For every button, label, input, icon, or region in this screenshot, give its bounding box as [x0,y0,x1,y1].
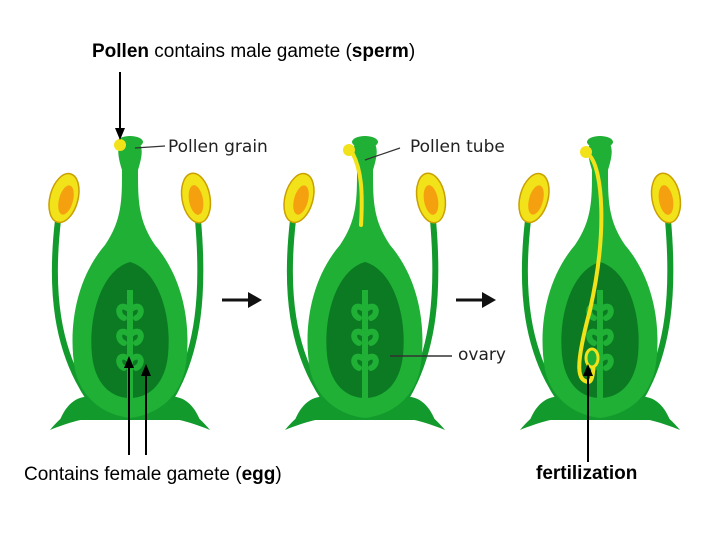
ovary-label: ovary [458,345,506,365]
caption-text: ) [275,464,282,485]
pointer-arrow-icon [124,356,134,455]
caption-text: Contains female gamete ( [24,464,242,485]
fertilization-label: fertilization [536,463,637,485]
pointer-arrow-icon [141,364,151,455]
pollen-tube-icon [351,152,364,227]
pointer-arrow-icon [115,72,125,140]
caption-keyword: Pollen [92,41,150,62]
caption-text: contains male gamete ( [149,41,352,62]
pollen-tube-icon [577,154,604,385]
flower-stage-1 [44,136,214,430]
caption-keyword: sperm [351,41,409,62]
pollen-tube-label: Pollen tube [410,137,505,157]
bottom-caption: Contains female gamete (egg) [24,464,282,486]
flower-stage-3 [514,136,684,430]
arrow-right-icon [456,292,496,308]
fertilization-text: fertilization [536,463,638,484]
top-caption: Pollen contains male gamete (sperm) [92,41,415,63]
caption-text: ) [408,41,416,62]
pollen-grain-icon [114,139,126,151]
pointer-arrow-icon [583,364,593,462]
caption-keyword: egg [241,464,276,485]
fertilized-ovule-icon [584,347,600,369]
flower-stage-2 [279,136,449,430]
pollen-grain-label: Pollen grain [168,137,268,157]
arrow-right-icon [222,292,262,308]
